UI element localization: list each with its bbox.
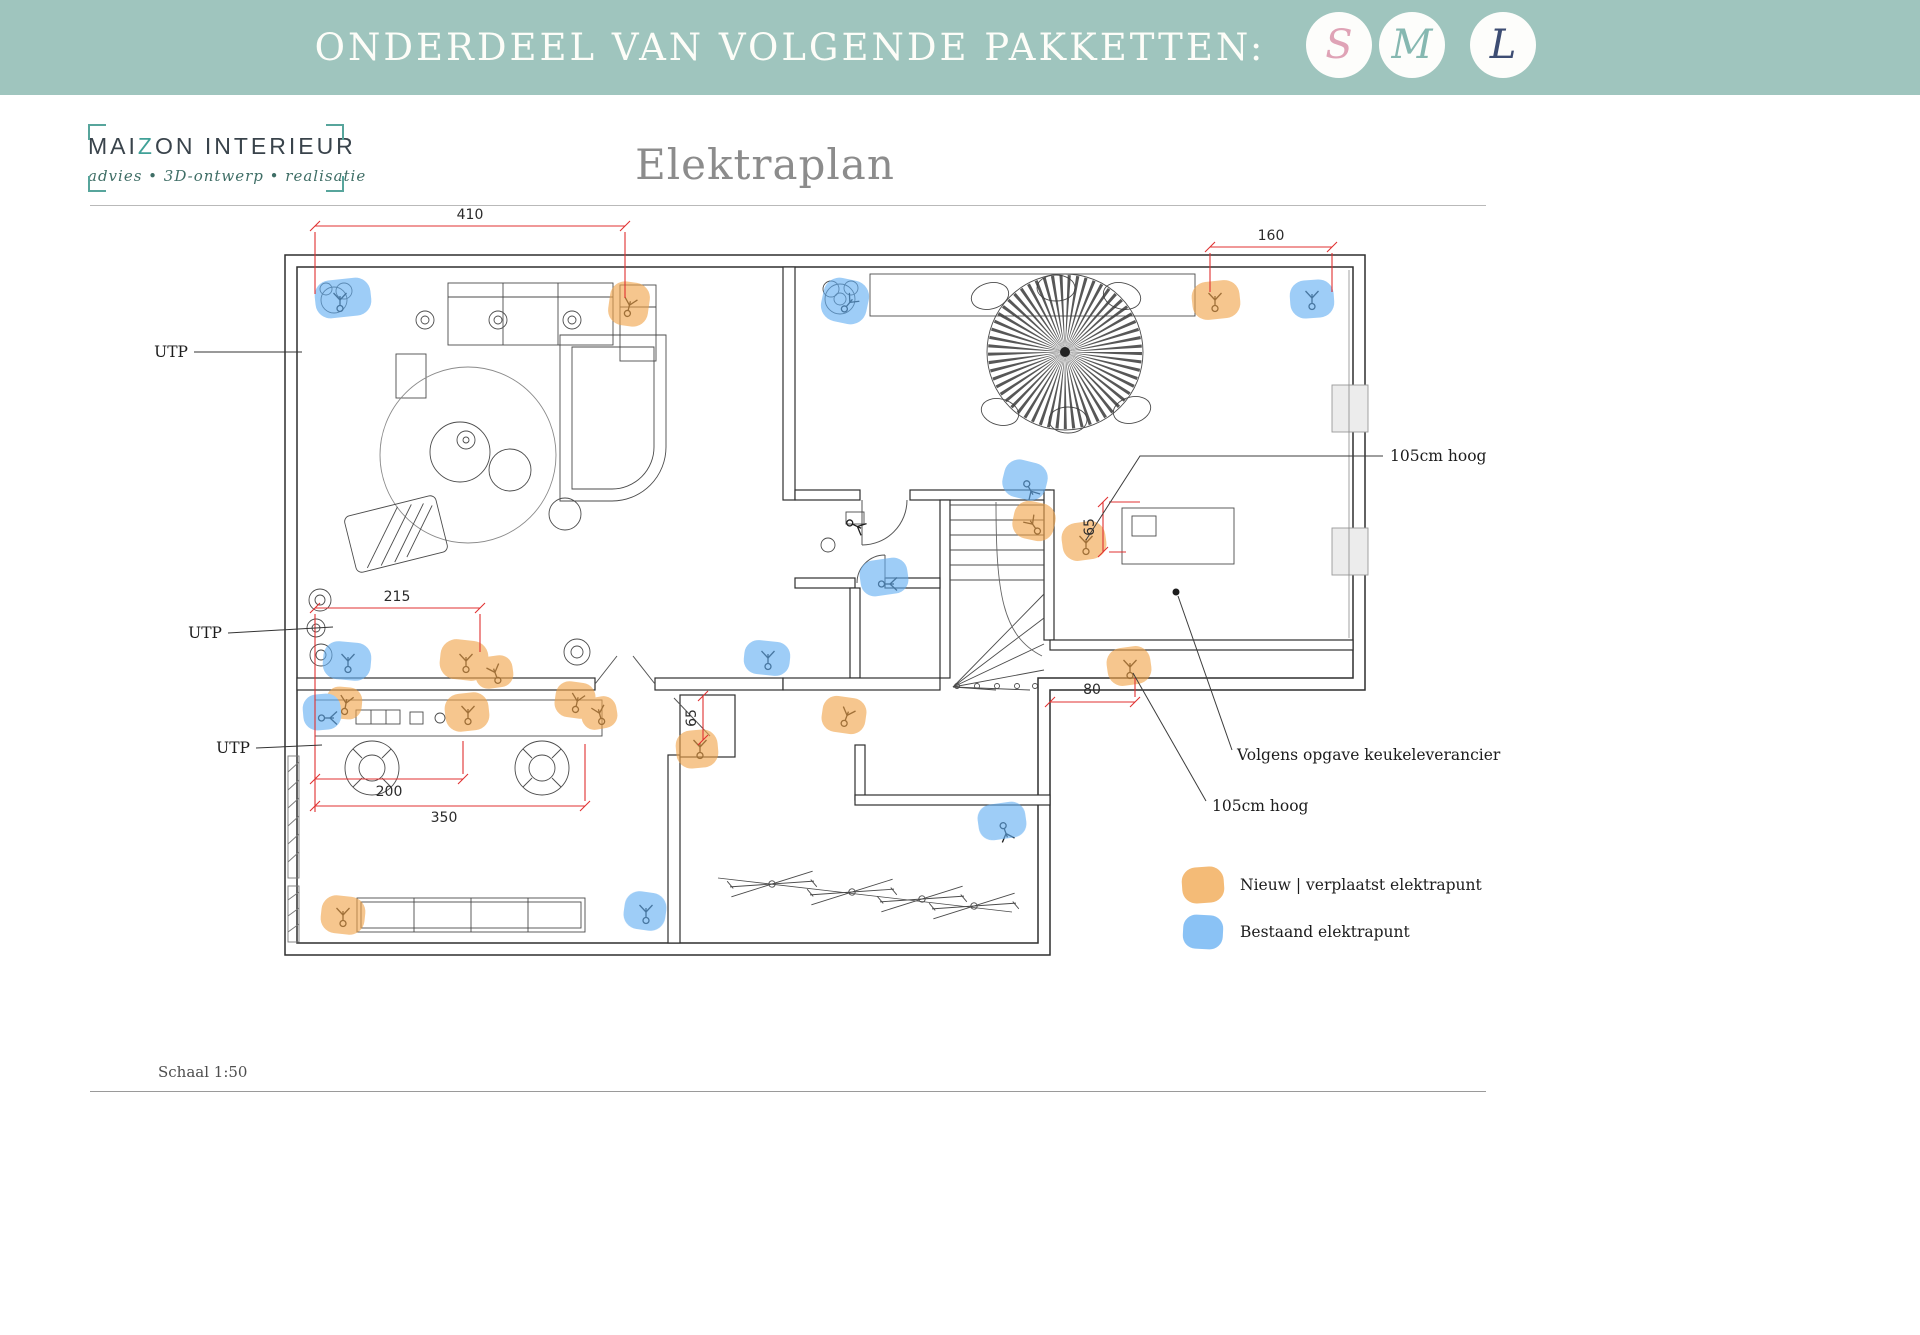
annotation-kitchen-supplier: Volgens opgave keukeleverancier [1236, 746, 1501, 764]
logo-name: MAIZON INTERIEUR [88, 133, 353, 160]
blob-new [821, 695, 867, 735]
blob-new [1061, 521, 1107, 561]
electric-point-icon [843, 515, 868, 537]
blob-new [608, 281, 650, 327]
logo-corner [88, 124, 106, 140]
logo-corner [326, 176, 344, 192]
header-banner: ONDERDEEL VAN VOLGENDE PAKKETTEN: S M L [0, 0, 1920, 95]
desk-chair [344, 740, 400, 796]
radiator [287, 755, 300, 943]
blob-existing [743, 640, 791, 676]
kitchen-furniture [1121, 270, 1369, 638]
annotations: 105cm hoog Volgens opgave keukeleveranci… [1085, 447, 1501, 815]
badge-l-letter: L [1489, 22, 1517, 68]
utp-label: UTP [154, 343, 188, 361]
desk-chair [514, 740, 570, 796]
utp-label: UTP [188, 624, 222, 642]
blob-new [444, 692, 490, 732]
highlight-layer [302, 277, 1335, 935]
blob-existing [820, 277, 870, 325]
page-title: Elektraplan [635, 140, 895, 189]
new-points [320, 280, 1241, 935]
logo-tagline: advies • 3D-ontwerp • realisatie [88, 167, 367, 185]
ceiling-fans [717, 870, 1020, 920]
blob-existing [322, 641, 372, 681]
dim-200: 200 [376, 784, 403, 800]
badge-s: S [1306, 12, 1372, 78]
badge-m-letter: M [1391, 22, 1433, 68]
blob-existing [1002, 459, 1048, 501]
chaise [344, 495, 448, 573]
electric-symbols [317, 290, 1320, 928]
dim-410: 410 [457, 207, 484, 223]
logo-name-pre: MAI [88, 133, 138, 159]
utp-label: UTP [216, 739, 250, 757]
blob-existing [302, 693, 342, 731]
dining-furniture [822, 273, 1196, 434]
logo-corner [88, 176, 106, 192]
dining-table-sunburst [988, 275, 1142, 429]
scale-label: Schaal 1:50 [158, 1063, 248, 1081]
blob-new [1106, 646, 1152, 686]
logo: MAIZON INTERIEUR advies • 3D-ontwerp • r… [88, 124, 367, 192]
toilet-fixtures [820, 511, 865, 553]
legend-new-label: Nieuw | verplaatst elektrapunt [1240, 876, 1483, 894]
dimension-lines [309, 220, 1338, 812]
dim-160: 160 [1258, 228, 1285, 244]
blob-new [474, 655, 514, 689]
legend-existing-blob [1182, 914, 1224, 950]
blob-existing [859, 557, 909, 597]
blob-new [1191, 280, 1241, 320]
blob-new [580, 696, 618, 730]
badge-l: L [1470, 12, 1536, 78]
blob-existing [1289, 279, 1335, 319]
footer-divider [90, 1091, 1486, 1092]
header-divider [90, 205, 1486, 206]
legend-existing-label: Bestaand elektrapunt [1240, 923, 1411, 941]
package-badges: S M L [1306, 12, 1536, 78]
legend-new-blob [1181, 866, 1225, 904]
dim-350: 350 [431, 810, 458, 826]
annotation-height-bottom: 105cm hoog [1212, 797, 1309, 815]
blob-existing [977, 801, 1027, 841]
dimension-labels: 410 160 215 200 350 80 65 65 [376, 207, 1285, 826]
furniture [287, 270, 1369, 943]
logo-corner [326, 124, 344, 140]
annotation-height-top: 105cm hoog [1390, 447, 1487, 465]
dim-65-hall: 65 [684, 709, 700, 727]
dim-215: 215 [384, 589, 411, 605]
header-title: ONDERDEEL VAN VOLGENDE PAKKETTEN: [314, 26, 1266, 69]
blob-new [1012, 500, 1056, 542]
existing-points [302, 277, 1335, 931]
walls [284, 254, 1366, 956]
logo-name-post: ON INTERIEUR [154, 133, 356, 159]
badge-s-letter: S [1325, 22, 1353, 68]
legend: Nieuw | verplaatst elektrapunt Bestaand … [1181, 866, 1483, 950]
utp-labels: UTP UTP UTP [154, 343, 334, 757]
blob-new [320, 895, 366, 935]
dim-65-kitchen: 65 [1082, 518, 1098, 536]
logo-name-accent: Z [137, 133, 155, 159]
blob-existing [314, 277, 372, 319]
blob-new [675, 729, 719, 769]
stairs [950, 501, 1045, 691]
blob-existing [623, 891, 667, 931]
badge-m: M [1379, 12, 1445, 78]
dim-80: 80 [1083, 682, 1101, 698]
